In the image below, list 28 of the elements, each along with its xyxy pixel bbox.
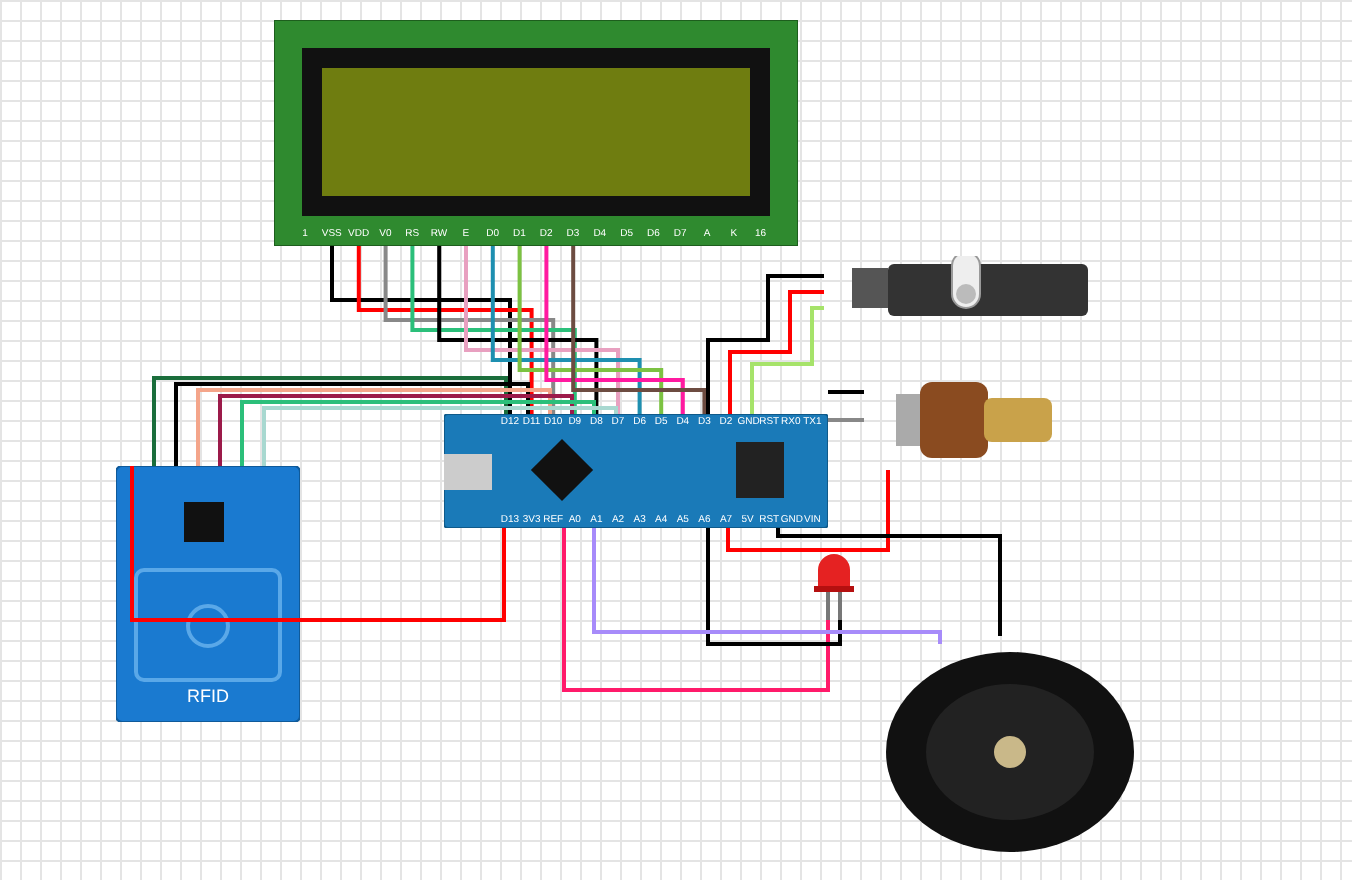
wire <box>728 290 824 414</box>
module-label: RFID <box>185 686 231 706</box>
wire <box>356 246 534 414</box>
wire <box>726 470 890 552</box>
wire <box>464 246 620 414</box>
wire <box>437 246 599 414</box>
wire <box>196 388 552 466</box>
wire <box>410 246 577 414</box>
wire <box>383 246 556 414</box>
wire <box>174 382 530 466</box>
wire <box>218 394 574 466</box>
wire <box>562 528 830 692</box>
wire <box>544 246 685 414</box>
wire <box>490 246 642 414</box>
wire <box>571 246 707 414</box>
wire <box>828 418 864 422</box>
wire <box>750 306 824 414</box>
wire <box>706 528 842 646</box>
wire <box>706 274 824 414</box>
wire <box>330 246 512 414</box>
wire <box>240 400 596 466</box>
wire <box>776 528 1002 636</box>
wire <box>517 246 664 414</box>
wire <box>828 390 864 394</box>
wire <box>130 466 506 622</box>
wire <box>262 406 618 466</box>
wire <box>592 528 942 644</box>
wire <box>152 376 508 466</box>
